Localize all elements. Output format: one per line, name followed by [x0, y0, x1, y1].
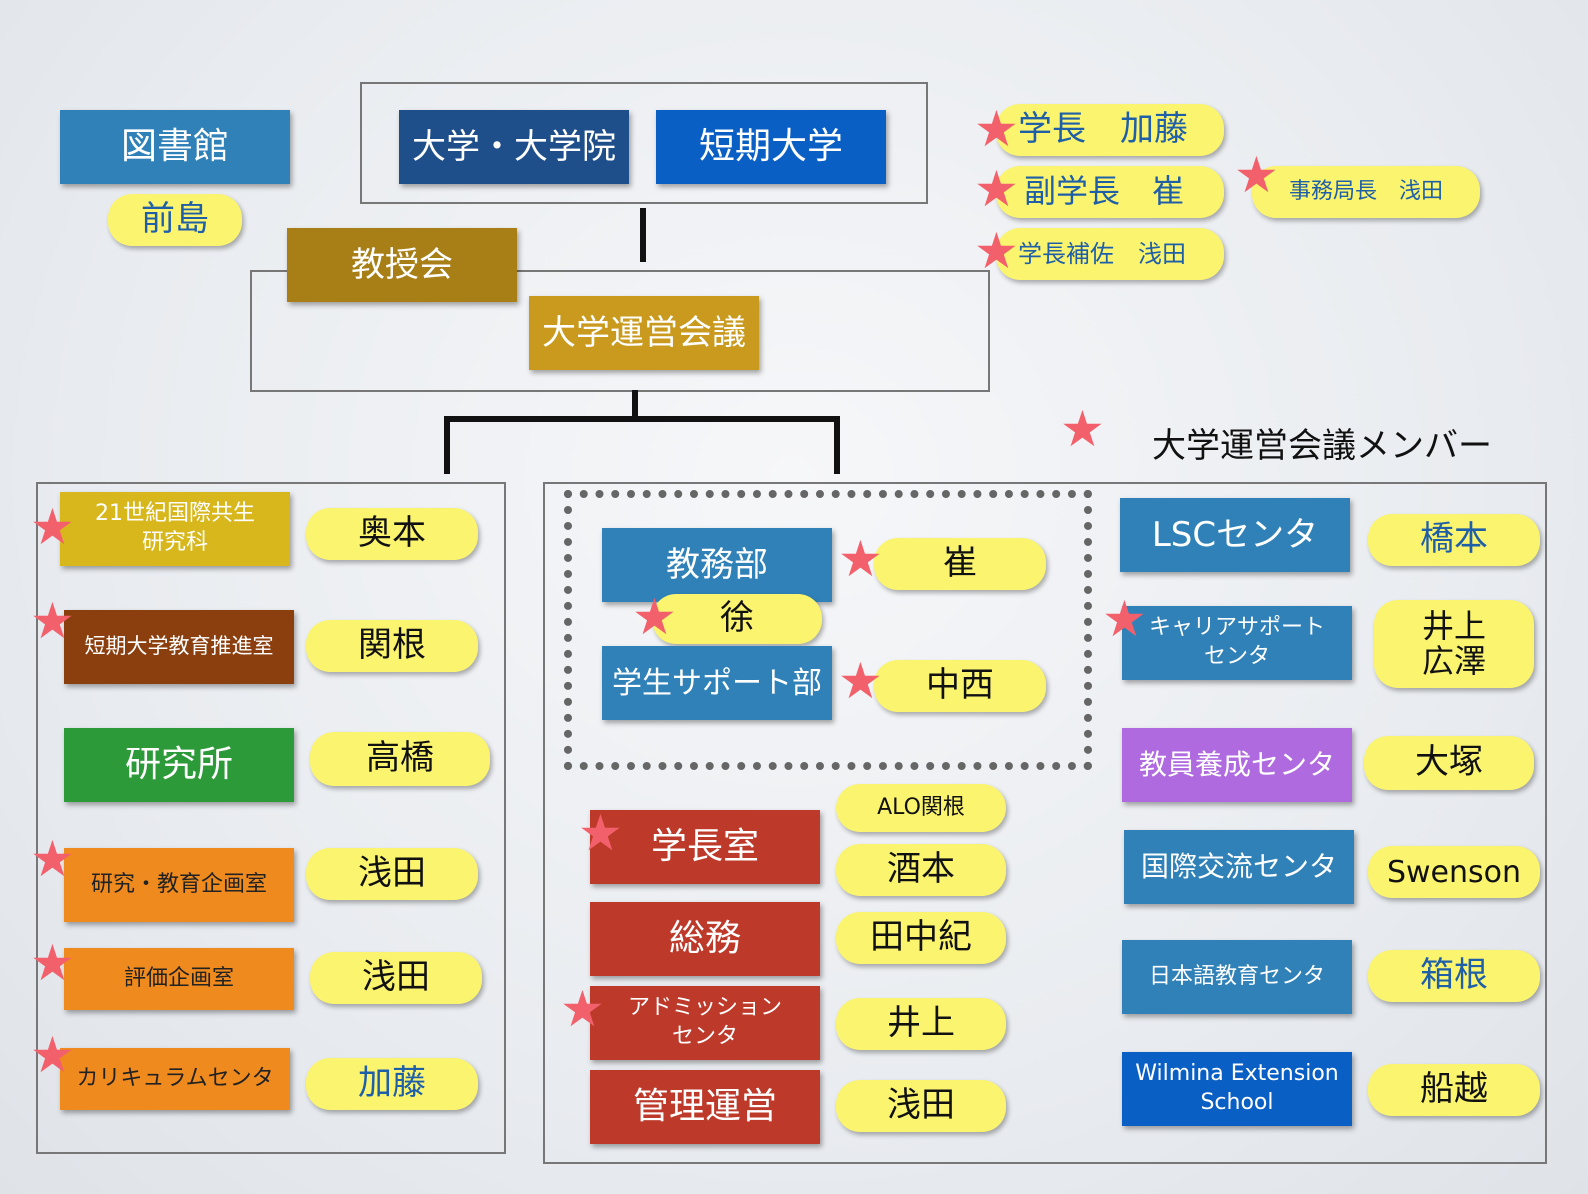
- connector-left-drop: [444, 416, 450, 474]
- right-person-2: 井上 広澤: [1374, 600, 1534, 688]
- left-group-frame: [36, 482, 506, 1154]
- academic-affairs-star-icon: ★: [838, 530, 883, 588]
- left-person-1: 奥本: [306, 508, 478, 560]
- admin-unit-4: 管理運営: [590, 1070, 820, 1144]
- left-person-5: 浅田: [310, 952, 482, 1004]
- university-frame: [360, 82, 928, 204]
- right-person-3: 大塚: [1364, 736, 1534, 790]
- left-star-5-icon: ★: [30, 934, 75, 992]
- admin-star-3-icon: ★: [560, 980, 605, 1038]
- right-center-4: 国際交流センタ: [1124, 830, 1354, 904]
- academic-affairs-head: 崔: [874, 538, 1046, 590]
- left-unit-1: 21世紀国際共生 研究科: [60, 492, 290, 566]
- faculty-council-box: 教授会: [287, 228, 517, 302]
- vice-president-star-icon: ★: [974, 160, 1019, 218]
- admin-person-3: 井上: [836, 998, 1006, 1050]
- right-group-frame: [543, 482, 1547, 1164]
- admin-person-4: 浅田: [836, 1080, 1006, 1132]
- left-unit-2: 短期大学教育推進室: [64, 610, 294, 684]
- right-center-5: 日本語教育センタ: [1122, 940, 1352, 1014]
- assistant-star-icon: ★: [974, 222, 1019, 280]
- library-head: 前島: [108, 194, 242, 246]
- right-center-3: 教員養成センタ: [1122, 728, 1352, 802]
- left-unit-5: 評価企画室: [64, 948, 294, 1010]
- left-unit-6: カリキュラムセンタ: [60, 1048, 290, 1110]
- junior-college-box: 短期大学: [656, 110, 886, 184]
- admin-person-1: 酒本: [836, 844, 1006, 896]
- left-unit-3: 研究所: [64, 728, 294, 802]
- president-pill: 学長 加藤: [996, 104, 1224, 156]
- right-center-6: Wilmina Extension School: [1122, 1052, 1352, 1126]
- alo-pill: ALO関根: [836, 784, 1006, 832]
- right-person-1: 橋本: [1368, 514, 1540, 566]
- right-person-6: 船越: [1368, 1064, 1540, 1116]
- president-star-icon: ★: [974, 100, 1019, 158]
- admin-unit-1: 学長室: [590, 810, 820, 884]
- left-person-3: 高橋: [310, 732, 490, 786]
- left-person-2: 関根: [306, 620, 478, 672]
- left-star-2-icon: ★: [30, 592, 75, 650]
- left-star-1-icon: ★: [30, 498, 75, 556]
- admin-unit-2: 総務: [590, 902, 820, 976]
- connector-right-drop: [834, 416, 840, 474]
- left-person-6: 加藤: [306, 1058, 478, 1110]
- left-person-4: 浅田: [306, 848, 478, 900]
- legend-label: 大学運営会議メンバー: [1152, 426, 1492, 466]
- council-frame: [250, 270, 990, 392]
- management-council-box: 大学運営会議: [529, 296, 759, 370]
- vice-president-pill: 副学長 崔: [996, 166, 1224, 218]
- right-person-4: Swenson: [1368, 846, 1540, 898]
- connector-horizontal: [444, 416, 840, 422]
- admin-person-2: 田中紀: [836, 912, 1006, 964]
- student-support-box: 学生サポート部: [602, 646, 832, 720]
- student-support-head: 中西: [874, 660, 1046, 712]
- right-star-2-icon: ★: [1102, 590, 1147, 648]
- left-star-4-icon: ★: [30, 830, 75, 888]
- assistant-pill: 学長補佐 浅田: [996, 228, 1224, 280]
- admin-unit-3: アドミッション センタ: [590, 986, 820, 1060]
- left-star-6-icon: ★: [30, 1026, 75, 1084]
- right-center-2: キャリアサポート センタ: [1122, 606, 1352, 680]
- secretary-general-pill: 事務局長 浅田: [1252, 166, 1480, 218]
- secretary-general-star-icon: ★: [1234, 146, 1279, 204]
- left-unit-4: 研究・教育企画室: [64, 848, 294, 922]
- legend-star-icon: ★: [1060, 400, 1105, 458]
- deputy-pill: 徐: [652, 594, 822, 644]
- academic-affairs-box: 教務部: [602, 528, 832, 602]
- connector-vertical-mid: [632, 390, 638, 420]
- dotted-frame: [564, 490, 1092, 770]
- right-person-5: 箱根: [1368, 950, 1540, 1002]
- university-box: 大学・大学院: [399, 110, 629, 184]
- right-center-1: LSCセンタ: [1120, 498, 1350, 572]
- deputy-star-icon: ★: [632, 588, 677, 646]
- student-support-star-icon: ★: [838, 652, 883, 710]
- library-box: 図書館: [60, 110, 290, 184]
- admin-star-1-icon: ★: [578, 804, 623, 862]
- connector-vertical-top: [640, 208, 646, 262]
